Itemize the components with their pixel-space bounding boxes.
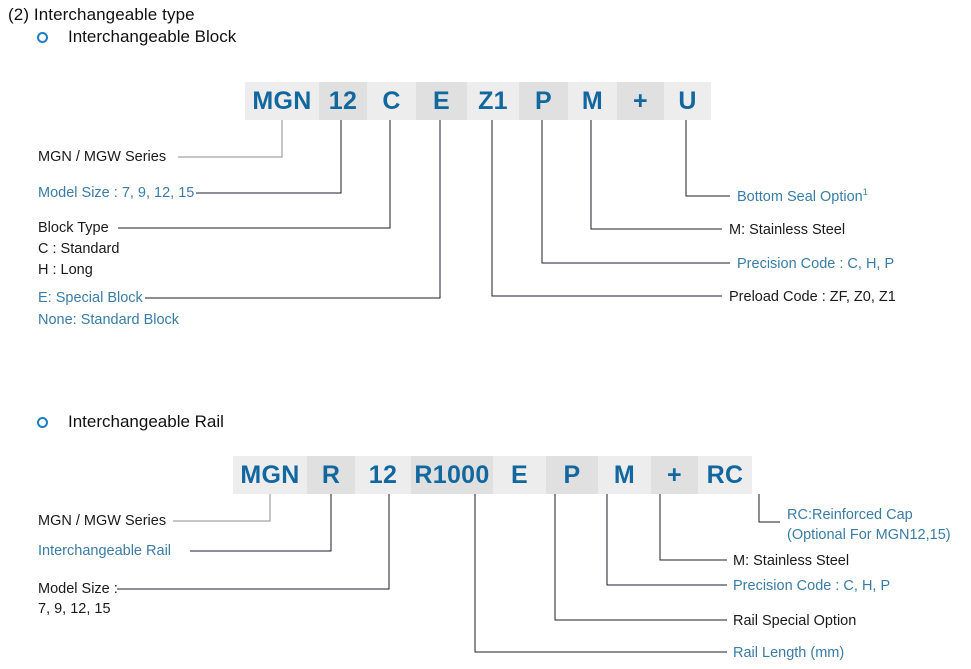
code-cell-p: P	[546, 456, 598, 494]
callout-rail-stainless-steel: M: Stainless Steel	[733, 553, 850, 569]
callout-reinforced-cap: RC:Reinforced Cap	[787, 507, 913, 523]
code-cell-plus: +	[651, 456, 698, 494]
ring-bullet-icon	[37, 32, 48, 43]
section-heading-block: Interchangeable Block	[68, 27, 237, 46]
code-cell-z1: Z1	[467, 82, 519, 120]
callout-rail-model-size: Model Size :	[38, 581, 118, 597]
callout-standard-block: None: Standard Block	[38, 312, 180, 328]
callout-bottom-seal-option: Bottom Seal Option1	[737, 188, 868, 207]
callout-rail-mgn-mgw-series: MGN / MGW Series	[38, 513, 167, 529]
callout-block-type-h: H : Long	[38, 262, 93, 278]
section-heading-rail: Interchangeable Rail	[68, 412, 224, 431]
callout-mgn-mgw-series: MGN / MGW Series	[38, 149, 167, 165]
callout-rail-model-size-values: 7, 9, 12, 15	[38, 601, 111, 617]
code-cell-12: 12	[319, 82, 367, 120]
callout-preload-code: Preload Code : ZF, Z0, Z1	[729, 289, 896, 305]
code-cell-r1000: R1000	[411, 456, 493, 494]
code-cell-plus: +	[617, 82, 664, 120]
callout-precision-code: Precision Code : C, H, P	[737, 256, 895, 272]
footnote-marker: 1	[862, 187, 868, 198]
code-cell-rc: RC	[698, 456, 752, 494]
code-cell-c: C	[367, 82, 416, 120]
callout-interchangeable-rail: Interchangeable Rail	[38, 543, 172, 559]
code-cell-u: U	[664, 82, 711, 120]
callout-reinforced-cap-note: (Optional For MGN12,15)	[787, 527, 951, 543]
page-title: (2) Interchangeable type	[8, 5, 195, 24]
code-cell-r: R	[307, 456, 355, 494]
code-cell-e: E	[493, 456, 546, 494]
code-cell-12: 12	[355, 456, 411, 494]
callout-block-type: Block Type	[38, 220, 109, 236]
code-cell-p: P	[519, 82, 568, 120]
callout-rail-precision-code: Precision Code : C, H, P	[733, 578, 891, 594]
code-cell-mgn: MGN	[233, 456, 307, 494]
code-cell-e: E	[416, 82, 467, 120]
callout-stainless-steel: M: Stainless Steel	[729, 222, 846, 238]
ring-bullet-icon	[37, 417, 48, 428]
callout-model-size: Model Size : 7, 9, 12, 15	[38, 185, 195, 201]
callout-bottom-seal-option-text: Bottom Seal Option	[737, 189, 863, 205]
code-cell-m: M	[598, 456, 651, 494]
callout-block-type-c: C : Standard	[38, 241, 120, 257]
callout-special-block: E: Special Block	[38, 290, 143, 306]
code-cell-m: M	[568, 82, 617, 120]
code-cell-mgn: MGN	[245, 82, 319, 120]
callout-rail-length: Rail Length (mm)	[733, 645, 845, 661]
callout-rail-special-option: Rail Special Option	[733, 613, 857, 629]
